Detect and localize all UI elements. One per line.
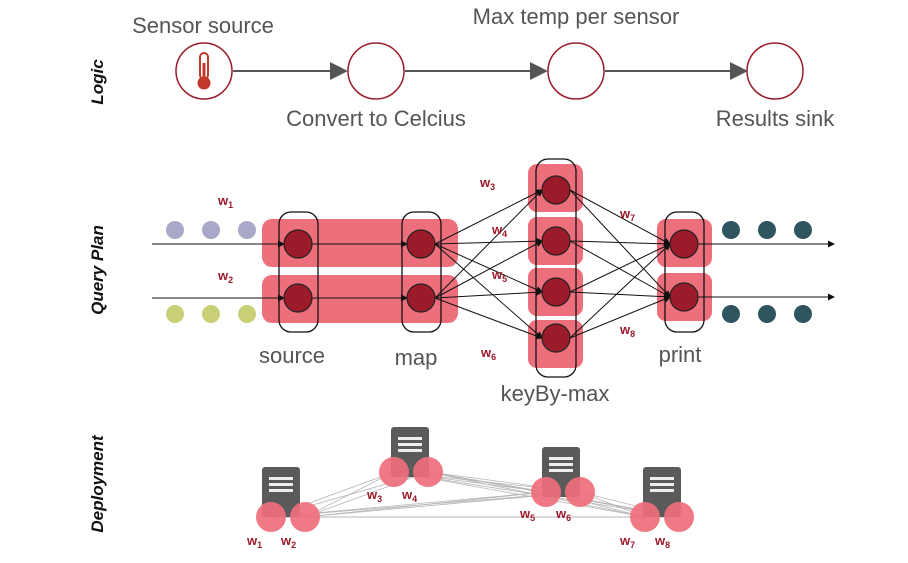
logic-node-results-sink bbox=[746, 42, 804, 100]
input-event-dot bbox=[202, 305, 220, 323]
section-label-logic: Logic bbox=[88, 59, 107, 105]
print-operator-node bbox=[669, 229, 699, 259]
deployment-worker-w7 bbox=[630, 502, 660, 532]
worker-label-w4: w4 bbox=[491, 222, 507, 239]
network-link bbox=[304, 471, 429, 518]
edge-keyby-print bbox=[569, 240, 671, 298]
deployment-worker-w5 bbox=[531, 477, 561, 507]
operator-label-map: map bbox=[395, 345, 438, 370]
input-event-dot bbox=[238, 221, 256, 239]
deployment-worker-label-w8: w8 bbox=[654, 533, 670, 550]
network-link bbox=[304, 471, 395, 518]
network-link bbox=[304, 491, 547, 518]
deployment-worker-w4 bbox=[413, 457, 443, 487]
worker-label-w3: w3 bbox=[479, 175, 495, 192]
output-event-dot bbox=[794, 305, 812, 323]
deployment-worker-w1 bbox=[256, 502, 286, 532]
edge-map-keyby bbox=[434, 288, 543, 299]
edge-map-keyby bbox=[434, 297, 543, 340]
worker-label-w6: w6 bbox=[480, 345, 496, 362]
edge-map-keyby bbox=[434, 243, 543, 293]
output-event-dot bbox=[794, 221, 812, 239]
edge-map-keyby bbox=[434, 189, 543, 245]
output-event-dot bbox=[758, 221, 776, 239]
deployment-worker-label-w5: w5 bbox=[519, 506, 535, 523]
deployment-worker-w3 bbox=[379, 457, 409, 487]
deployment: w1 w2 w3 w4 w5 w6 w7 w8 bbox=[246, 427, 694, 550]
edge-map-keyby bbox=[434, 237, 543, 245]
output-event-dot bbox=[722, 305, 740, 323]
machine-3: w5 w6 bbox=[519, 447, 595, 523]
input-event-dot bbox=[238, 305, 256, 323]
keyby-max-operator-node bbox=[541, 226, 571, 256]
input-event-dot bbox=[202, 221, 220, 239]
output-event-dot bbox=[758, 305, 776, 323]
operator-outline-source bbox=[278, 211, 319, 333]
keyby-max-operator-node bbox=[541, 323, 571, 353]
section-label-query-plan: Query Plan bbox=[88, 225, 107, 315]
deployment-worker-label-w2: w2 bbox=[280, 533, 296, 550]
keyby-max-operator-node bbox=[541, 175, 571, 205]
edge-keyby-print bbox=[569, 189, 671, 298]
deployment-worker-w2 bbox=[290, 502, 320, 532]
operator-outline-map bbox=[401, 211, 442, 333]
worker-label-w7: w7 bbox=[619, 206, 635, 223]
edge-keyby-print bbox=[569, 243, 671, 293]
deployment-worker-label-w3: w3 bbox=[366, 487, 382, 504]
keyby-max-operator-node bbox=[541, 277, 571, 307]
logic-label-max-temp: Max temp per sensor bbox=[473, 4, 680, 29]
print-operator-node bbox=[669, 282, 699, 312]
logic-label-results-sink: Results sink bbox=[716, 106, 836, 131]
operator-label-keyby-max: keyBy-max bbox=[501, 381, 610, 406]
map-operator-node bbox=[406, 283, 436, 313]
edge-keyby-print bbox=[569, 296, 671, 339]
machine-4: w7 w8 bbox=[619, 467, 694, 550]
operator-label-source: source bbox=[259, 343, 325, 368]
worker-label-w2: w2 bbox=[217, 268, 233, 285]
machine-1: w1 w2 bbox=[246, 467, 320, 550]
edge-keyby-print bbox=[569, 243, 671, 339]
worker-band-w2 bbox=[262, 275, 458, 323]
source-operator-node bbox=[283, 283, 313, 313]
deployment-worker-label-w4: w4 bbox=[401, 487, 417, 504]
deployment-worker-label-w7: w7 bbox=[619, 533, 635, 550]
edge-keyby-print bbox=[569, 189, 671, 245]
query-plan: w1 w2 w3 w4 w5 w6 w7 w8 source map keyBy-max pr… bbox=[152, 158, 835, 406]
worker-label-w8: w8 bbox=[619, 322, 635, 339]
worker-band-w1 bbox=[262, 219, 458, 267]
source-operator-node bbox=[283, 229, 313, 259]
worker-label-w1: w1 bbox=[217, 193, 233, 210]
section-label-deployment: Deployment bbox=[88, 434, 107, 533]
thermometer-icon bbox=[197, 52, 211, 90]
deployment-worker-w6 bbox=[565, 477, 595, 507]
input-event-dot bbox=[166, 305, 184, 323]
edge-map-keyby bbox=[434, 243, 543, 339]
operator-label-print: print bbox=[659, 342, 702, 367]
edge-map-keyby bbox=[434, 189, 543, 299]
machine-2: w3 w4 bbox=[366, 427, 443, 504]
worker-label-w5: w5 bbox=[491, 267, 507, 284]
deployment-worker-w8 bbox=[664, 502, 694, 532]
edge-keyby-print bbox=[569, 240, 671, 248]
logic-label-convert: Convert to Celcius bbox=[286, 106, 466, 131]
deployment-worker-label-w1: w1 bbox=[246, 533, 262, 550]
logic-node-convert bbox=[347, 42, 405, 100]
logic-node-sensor-source bbox=[175, 42, 233, 100]
logic-label-sensor-source: Sensor source bbox=[132, 13, 274, 38]
deployment-worker-label-w6: w6 bbox=[555, 506, 571, 523]
edge-keyby-print bbox=[569, 291, 671, 301]
operator-outline-print bbox=[664, 211, 705, 333]
output-event-dot bbox=[722, 221, 740, 239]
logic-row: Sensor source Convert to Celcius Max tem… bbox=[132, 4, 835, 131]
operator-outline-keyby-max bbox=[535, 158, 577, 378]
logic-node-max-temp bbox=[547, 42, 605, 100]
edge-map-keyby bbox=[434, 240, 543, 299]
input-event-dot bbox=[166, 221, 184, 239]
map-operator-node bbox=[406, 229, 436, 259]
